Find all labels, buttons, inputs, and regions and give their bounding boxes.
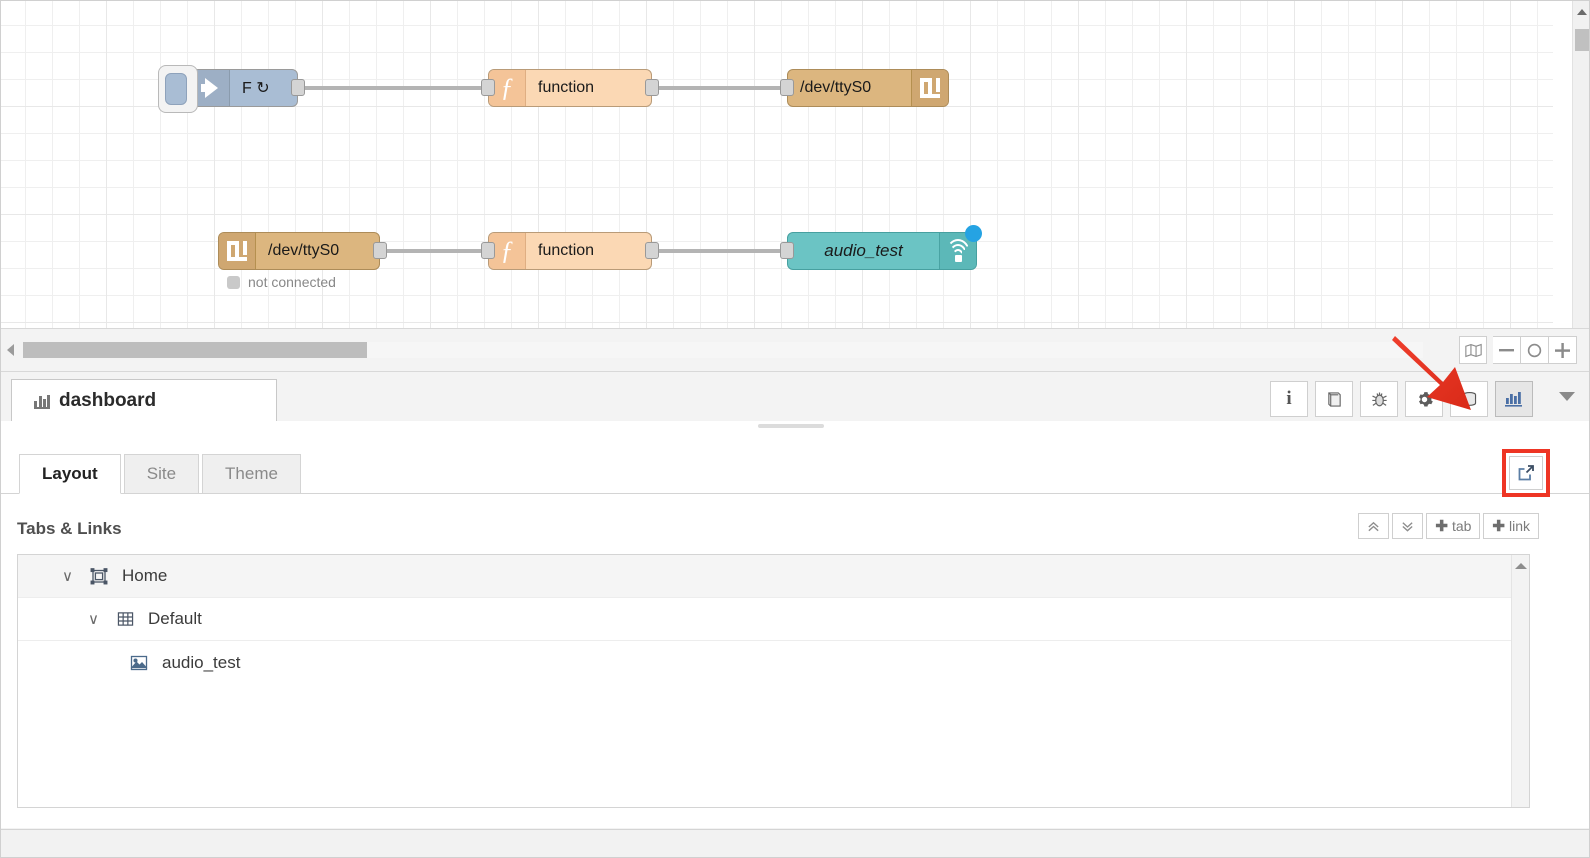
node-serial-in-label: /dev/ttyS0 <box>268 242 340 259</box>
canvas-horizontal-scroll-thumb[interactable] <box>23 342 367 358</box>
expand-all-button[interactable] <box>1392 513 1424 539</box>
add-link-button[interactable]: ✚ link <box>1483 513 1539 539</box>
node-inject-output-port[interactable] <box>291 79 305 96</box>
inject-button-inner <box>165 73 187 105</box>
sidebar: dashboard i <box>1 373 1589 828</box>
tree-item-audio-test-label: audio_test <box>162 652 241 672</box>
dashboard-panel: Layout Site Theme Tabs & Links <box>1 421 1589 828</box>
flow-canvas[interactable]: F ↻ ƒ function /dev/ttyS0 /dev/ttyS0 <box>1 1 1589 329</box>
function-fx-icon: ƒ <box>489 233 526 269</box>
dashboard-layout-tree: ∨ Home ∨ <box>17 554 1530 808</box>
tree-vertical-scrollbar[interactable] <box>1511 555 1529 807</box>
add-tab-button[interactable]: ✚ tab <box>1426 513 1481 539</box>
config-gear-tab-icon[interactable] <box>1405 381 1443 417</box>
chart-bar-icon <box>34 393 50 409</box>
tree-item-home[interactable]: ∨ Home <box>18 555 1529 598</box>
zoom-in-button[interactable] <box>1549 336 1577 364</box>
tree-item-default[interactable]: ∨ Default <box>18 598 1529 641</box>
tab-site-label: Site <box>146 464 177 483</box>
wire-function2-to-ui <box>652 249 789 253</box>
node-function-2-input-port[interactable] <box>481 242 495 259</box>
wire-serialin-to-function2 <box>380 249 490 253</box>
node-serial-out[interactable]: /dev/ttyS0 <box>780 69 949 107</box>
zoom-out-button[interactable] <box>1493 336 1521 364</box>
tabs-and-links-header: Tabs & Links ✚ tab <box>1 513 1589 553</box>
node-inject-label: F ↻ <box>242 80 270 97</box>
info-tab-icon[interactable]: i <box>1270 381 1308 417</box>
sidebar-tab-dashboard[interactable]: dashboard <box>11 379 277 422</box>
node-function-1-output-port[interactable] <box>645 79 659 96</box>
add-link-label: link <box>1508 518 1530 534</box>
tree-item-default-label: Default <box>148 609 202 628</box>
chevron-down-icon[interactable]: ∨ <box>62 568 73 585</box>
wire-inject-to-function1 <box>300 86 490 90</box>
inject-trigger-button[interactable] <box>158 65 198 113</box>
chevron-down-icon[interactable] <box>1559 392 1575 401</box>
dashboard-chart-tab-icon[interactable] <box>1495 381 1533 417</box>
wire-function1-to-serialout <box>652 86 789 90</box>
status-bar <box>1 829 1589 857</box>
debug-bug-tab-icon[interactable] <box>1360 381 1398 417</box>
node-function-1-label: function <box>538 79 595 96</box>
section-title: Tabs & Links <box>17 519 122 538</box>
dashboard-tabs-underline <box>1 493 1589 494</box>
collapse-all-button[interactable] <box>1358 513 1390 539</box>
node-serial-out-input-port[interactable] <box>780 79 794 96</box>
function-fx-icon: ƒ <box>489 70 526 106</box>
node-serial-in-output-port[interactable] <box>373 242 387 259</box>
node-function-2-output-port[interactable] <box>645 242 659 259</box>
tree-item-home-label: Home <box>122 566 168 585</box>
node-function-2-label: function <box>538 242 595 259</box>
dashboard-tab-group: Layout Site Theme <box>19 454 304 494</box>
sidebar-tab-dashboard-label: dashboard <box>59 390 157 411</box>
chevron-down-icon[interactable]: ∨ <box>88 611 99 628</box>
node-function-2[interactable]: ƒ function <box>481 232 659 270</box>
node-function-1[interactable]: ƒ function <box>481 69 659 107</box>
scroll-up-arrow-icon[interactable] <box>1577 9 1587 15</box>
canvas-tool-group <box>1449 336 1577 364</box>
collapse-left-arrow-icon[interactable] <box>7 344 14 356</box>
ui-template-image-icon <box>128 653 150 673</box>
status-text: not connected <box>248 274 336 290</box>
node-ui-template-audio-test[interactable]: audio_test <box>780 225 982 270</box>
canvas-horizontal-scrollbar[interactable] <box>23 342 1423 358</box>
node-ui-template-input-port[interactable] <box>780 242 794 259</box>
open-dashboard-in-new-window-button[interactable] <box>1509 456 1543 490</box>
node-inject[interactable]: F ↻ <box>158 65 305 113</box>
status-dot-icon <box>227 275 240 289</box>
node-ui-template-label: audio_test <box>824 241 903 260</box>
inject-arrow-icon <box>193 70 230 106</box>
tab-layout-label: Layout <box>42 464 98 483</box>
tab-theme[interactable]: Theme <box>202 454 301 494</box>
plus-icon: ✚ <box>1435 518 1448 535</box>
canvas-vertical-scrollbar[interactable] <box>1572 1 1589 328</box>
context-database-tab-icon[interactable] <box>1450 381 1488 417</box>
canvas-vertical-scroll-thumb[interactable] <box>1575 29 1589 51</box>
add-tab-label: tab <box>1451 518 1472 534</box>
serial-port-icon <box>911 70 948 106</box>
map-icon[interactable] <box>1459 336 1487 364</box>
sidebar-icon-group: i <box>1263 381 1533 417</box>
canvas-footer-bar <box>1 329 1589 372</box>
canvas-grid-background[interactable] <box>1 1 1553 328</box>
tab-site[interactable]: Site <box>123 454 200 494</box>
dashboard-tab-icon <box>88 566 110 586</box>
serial-port-icon <box>219 233 256 269</box>
node-serial-out-label: /dev/ttyS0 <box>800 79 872 96</box>
tree-item-audio-test[interactable]: audio_test <box>18 641 1529 684</box>
node-changed-indicator <box>965 225 982 242</box>
help-book-tab-icon[interactable] <box>1315 381 1353 417</box>
zoom-reset-button[interactable] <box>1521 336 1549 364</box>
panel-resize-handle[interactable] <box>758 424 824 428</box>
sidebar-tab-bar: dashboard i <box>1 373 1589 422</box>
scroll-up-arrow-icon[interactable] <box>1515 563 1527 569</box>
plus-icon: ✚ <box>1492 518 1505 535</box>
node-serial-in[interactable]: /dev/ttyS0 <box>218 232 387 270</box>
node-serial-in-status: not connected <box>227 274 336 290</box>
node-function-1-input-port[interactable] <box>481 79 495 96</box>
tab-theme-label: Theme <box>225 464 278 483</box>
group-grid-icon <box>114 609 136 629</box>
tab-layout[interactable]: Layout <box>19 454 121 494</box>
tabs-and-links-actions: ✚ tab ✚ link <box>1355 513 1539 539</box>
